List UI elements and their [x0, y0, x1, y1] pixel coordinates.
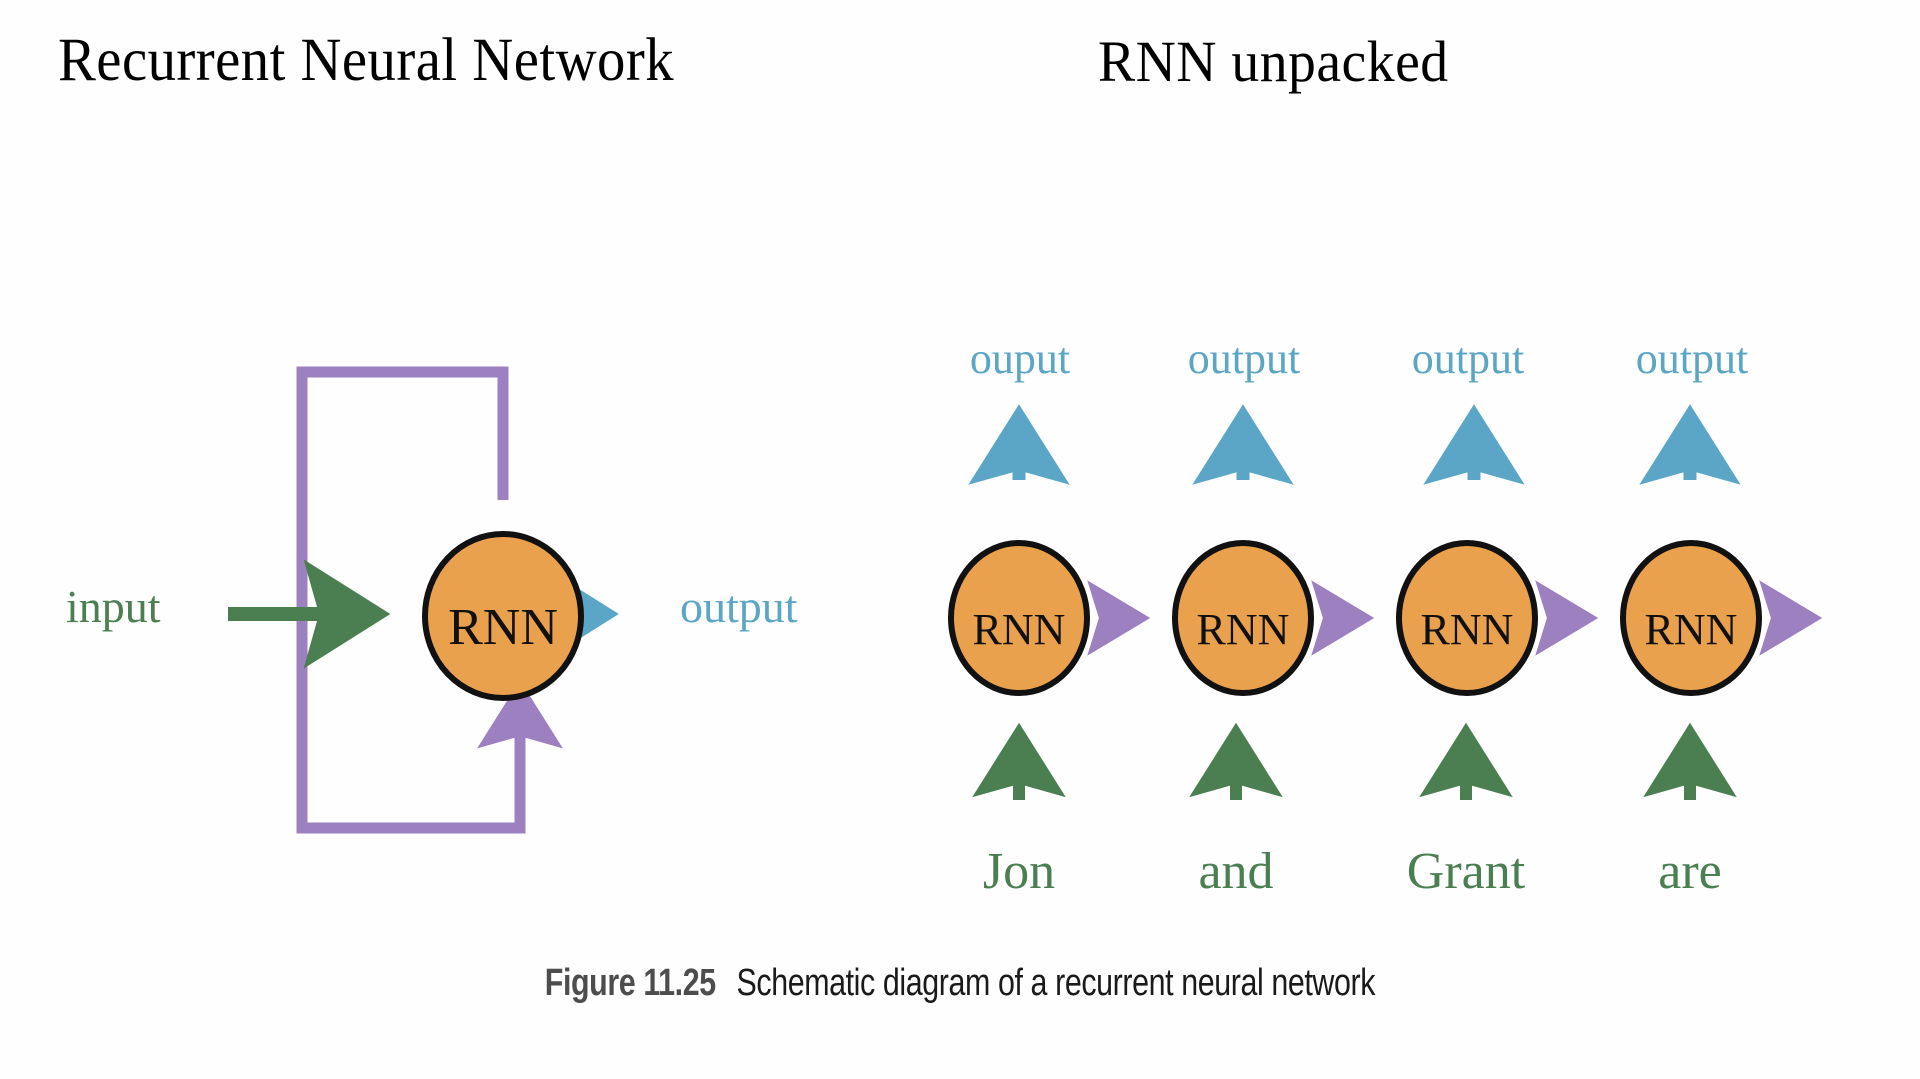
output-label-4: output [1635, 334, 1749, 383]
input-word-4: are [1658, 843, 1722, 900]
right-diagram-group: RNN RNN RNN RNN [948, 404, 1823, 800]
page-title-left: Recurrent Neural Network [58, 27, 675, 94]
output-label-3: output [1411, 334, 1525, 383]
left-diagram-group: RNN [228, 366, 619, 834]
rnn-node-3-label: RNN [1421, 605, 1514, 654]
figure-caption: Figure 11.25 Schematic diagram of a recur… [0, 962, 1920, 1005]
output-label-1: ouput [969, 334, 1071, 383]
rnn-node-label: RNN [448, 599, 558, 656]
rnn-node-2-label: RNN [1197, 605, 1290, 654]
input-label: input [66, 581, 161, 632]
rnn-node-1-label: RNN [973, 605, 1066, 654]
output-label: output [680, 581, 798, 632]
figure-number: Figure 11.25 [544, 962, 716, 1004]
rnn-node-4[interactable] [1620, 540, 1762, 696]
recurrent-loop-arrow [296, 366, 563, 834]
figure-caption-text: Schematic diagram of a recurrent neural … [736, 962, 1376, 1004]
input-word-2: and [1198, 843, 1274, 900]
output-label-2: output [1187, 334, 1301, 383]
rnn-node-1[interactable] [948, 540, 1090, 696]
rnn-node[interactable] [422, 531, 584, 701]
input-word-3: Grant [1406, 843, 1526, 900]
rnn-node-4-label: RNN [1645, 605, 1738, 654]
input-word-1: Jon [982, 843, 1056, 900]
page-title-right: RNN unpacked [1098, 29, 1449, 94]
rnn-node-2[interactable] [1172, 540, 1314, 696]
rnn-node-3[interactable] [1396, 540, 1538, 696]
